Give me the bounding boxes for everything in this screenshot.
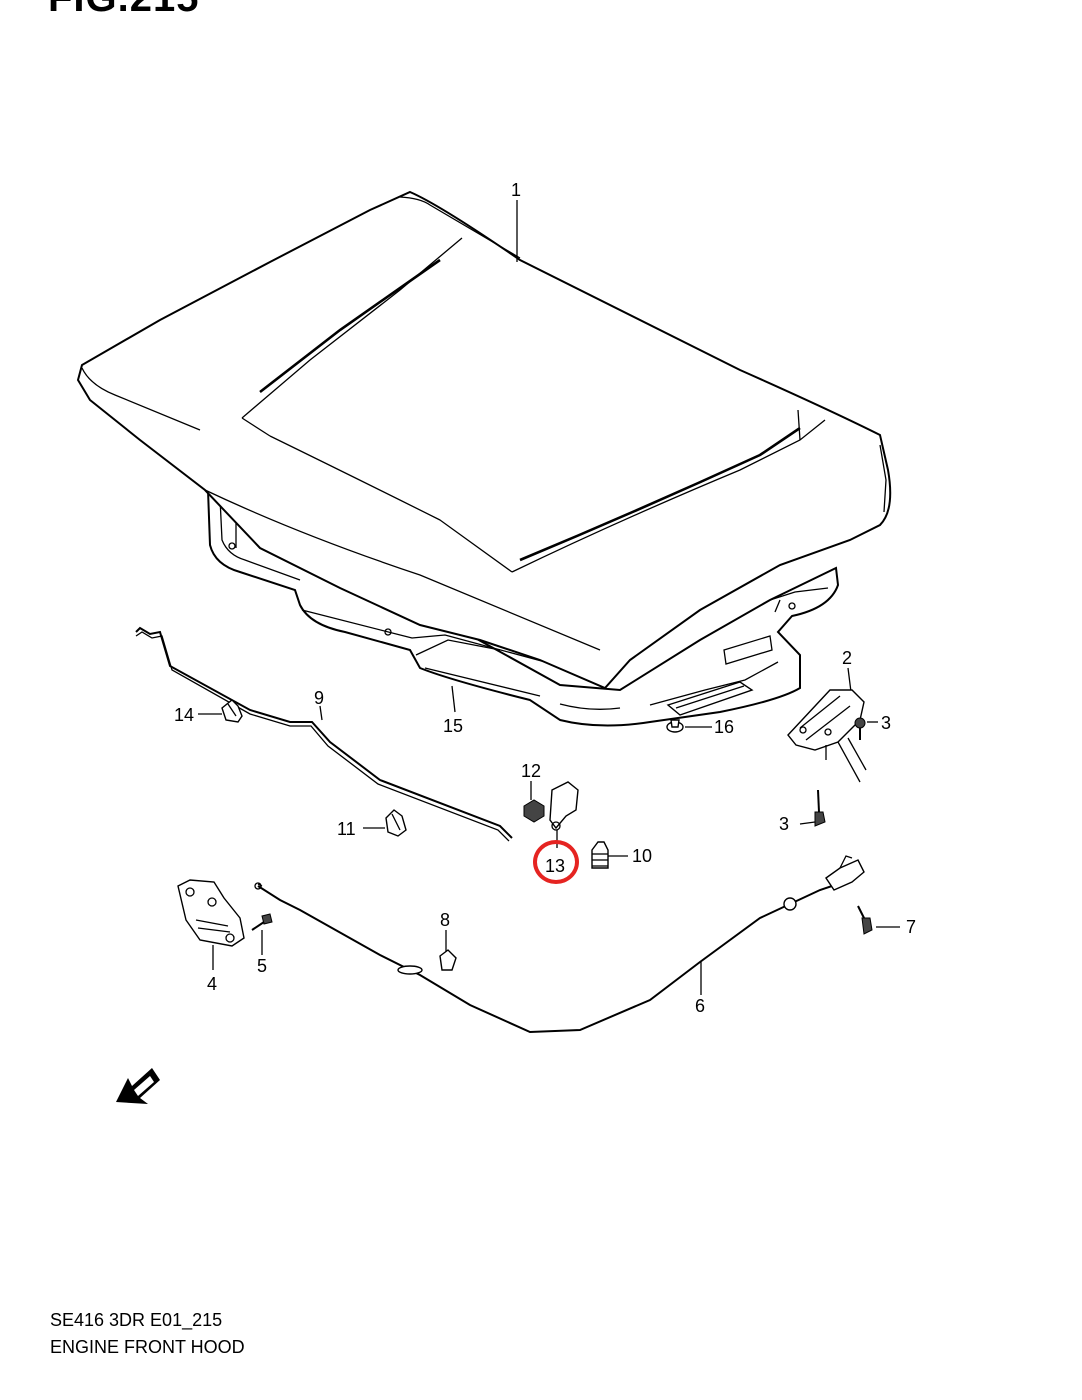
callout-7: 7 — [906, 917, 917, 937]
hood-lock — [177, 879, 245, 947]
lock-bolt — [251, 913, 273, 931]
highlight-ring — [533, 840, 579, 884]
callout-4: 4 — [207, 974, 218, 994]
holder-13 — [549, 781, 579, 831]
hood-support-rod — [135, 626, 513, 842]
cable-clamp-8 — [439, 949, 457, 971]
rod-clip-11 — [385, 809, 407, 837]
cushion-12 — [523, 799, 545, 823]
footer-model-code: SE416 3DR E01_215 — [50, 1310, 223, 1330]
callout-12: 12 — [521, 761, 542, 781]
hood-hinge — [787, 689, 867, 783]
lever-screw-7 — [857, 905, 873, 935]
hood-inner-panel — [206, 488, 840, 727]
callout-10: 10 — [632, 846, 653, 866]
release-lever — [825, 855, 865, 891]
callout-11: 11 — [337, 819, 356, 839]
callout-16: 16 — [714, 717, 735, 737]
hinge-bolt-lower — [814, 789, 826, 827]
callout-5: 5 — [257, 956, 268, 976]
hood-outer-panel — [76, 190, 892, 690]
callout-14: 14 — [174, 705, 195, 725]
bumper-10 — [591, 841, 609, 869]
callout-8: 8 — [440, 910, 451, 930]
clip-16 — [666, 719, 684, 733]
callout-3-lower: 3 — [779, 814, 790, 834]
footer-section-name: ENGINE FRONT HOOD — [50, 1337, 245, 1357]
leader-lines — [198, 200, 900, 995]
callout-3-upper: 3 — [881, 713, 892, 733]
callout-2: 2 — [842, 648, 853, 668]
forward-arrow-icon — [116, 1068, 160, 1104]
rod-clip-14 — [221, 699, 243, 723]
hinge-bolt-upper — [854, 717, 866, 740]
figure-title: FIG.215 — [48, 0, 200, 18]
hood-release-cable — [254, 882, 839, 1034]
callout-1: 1 — [511, 180, 522, 200]
callout-9: 9 — [314, 688, 325, 708]
callout-15: 15 — [443, 716, 464, 736]
callout-6: 6 — [695, 996, 706, 1016]
